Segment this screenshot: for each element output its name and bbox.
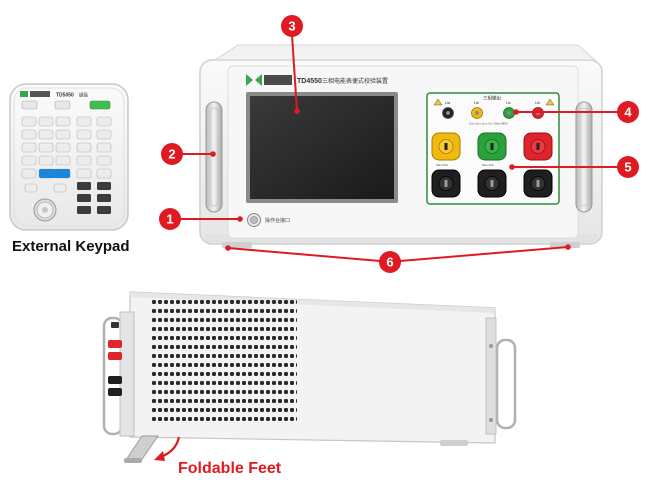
terminal-header: 三相输出 <box>483 95 501 102</box>
keypad-key-menu[interactable] <box>54 100 71 110</box>
callout-lines <box>178 34 619 262</box>
keypad-function-keys[interactable] <box>77 182 111 214</box>
keypad-key-green[interactable] <box>89 100 111 110</box>
device-title: 三相电能表便式校验装置 <box>322 77 388 85</box>
rear-foot <box>440 440 468 446</box>
keypad-title-tag: 键盘 <box>79 92 88 99</box>
callout-badge-2: 2 <box>161 143 183 165</box>
brand-logo <box>246 74 292 86</box>
keypad-key-left[interactable] <box>24 183 38 193</box>
instrument-front-panel: TD4550 三相电能表便式校验装置 操作台接口 三相输出 Ua Ub Uc U… <box>199 44 603 248</box>
keypad-key-esc[interactable] <box>21 100 38 110</box>
external-keypad: TD5050 键盘 <box>9 83 129 231</box>
terminal-note: Ua+,Ub+,Uc+,Un / Max:480V <box>469 122 508 126</box>
keypad-logo <box>20 91 50 97</box>
callout-badge-3: 3 <box>281 15 303 37</box>
svg-text:3: 3 <box>288 19 295 34</box>
keypad-key-right[interactable] <box>53 183 67 193</box>
touchscreen-display[interactable] <box>246 92 398 203</box>
svg-text:5: 5 <box>624 160 631 175</box>
current-note-a: Max:20A <box>436 163 448 167</box>
svg-text:4: 4 <box>624 105 632 120</box>
callout-badge-4: 4 <box>617 101 639 123</box>
foldable-arrow <box>154 436 181 461</box>
side-vent-grille <box>152 300 297 426</box>
foldable-feet-caption: Foldable Feet <box>178 460 282 477</box>
keypad-key-grid[interactable] <box>21 116 112 179</box>
voltage-terminal-row[interactable] <box>442 107 544 119</box>
callout-badge-1: 1 <box>159 208 181 230</box>
handle-left[interactable] <box>205 101 223 213</box>
callout-endpoints <box>210 108 571 251</box>
front-foot-right <box>550 242 580 248</box>
device-model: TD4550 <box>297 78 322 85</box>
svg-text:2: 2 <box>168 147 175 162</box>
keypad-rotary-knob[interactable] <box>33 198 57 222</box>
warning-icon <box>433 98 555 106</box>
handle-right[interactable] <box>575 101 593 213</box>
foldable-foot[interactable] <box>124 435 159 463</box>
svg-text:1: 1 <box>166 212 173 227</box>
terminal-label-un: Un <box>535 100 540 105</box>
callout-badge-5: 5 <box>617 156 639 178</box>
svg-text:6: 6 <box>386 255 393 270</box>
keypad-model: TD5050 <box>56 93 74 99</box>
operator-port-label: 操作台接口 <box>265 217 290 224</box>
keypad-caption: External Keypad <box>12 238 130 255</box>
side-handle-rear[interactable] <box>495 338 517 430</box>
terminal-label-uc: Uc <box>506 100 511 105</box>
callout-badge-6: 6 <box>379 251 401 273</box>
terminal-label-ua: Ua <box>445 100 451 105</box>
instrument-side-view <box>102 291 517 463</box>
operator-port-connector[interactable] <box>247 213 261 227</box>
terminal-label-ub: Ub <box>474 100 480 105</box>
current-note-b: Max:20A <box>482 163 494 167</box>
side-terminals <box>108 322 122 396</box>
current-terminal-block[interactable] <box>431 132 553 198</box>
keypad-key-blue[interactable] <box>39 169 70 178</box>
